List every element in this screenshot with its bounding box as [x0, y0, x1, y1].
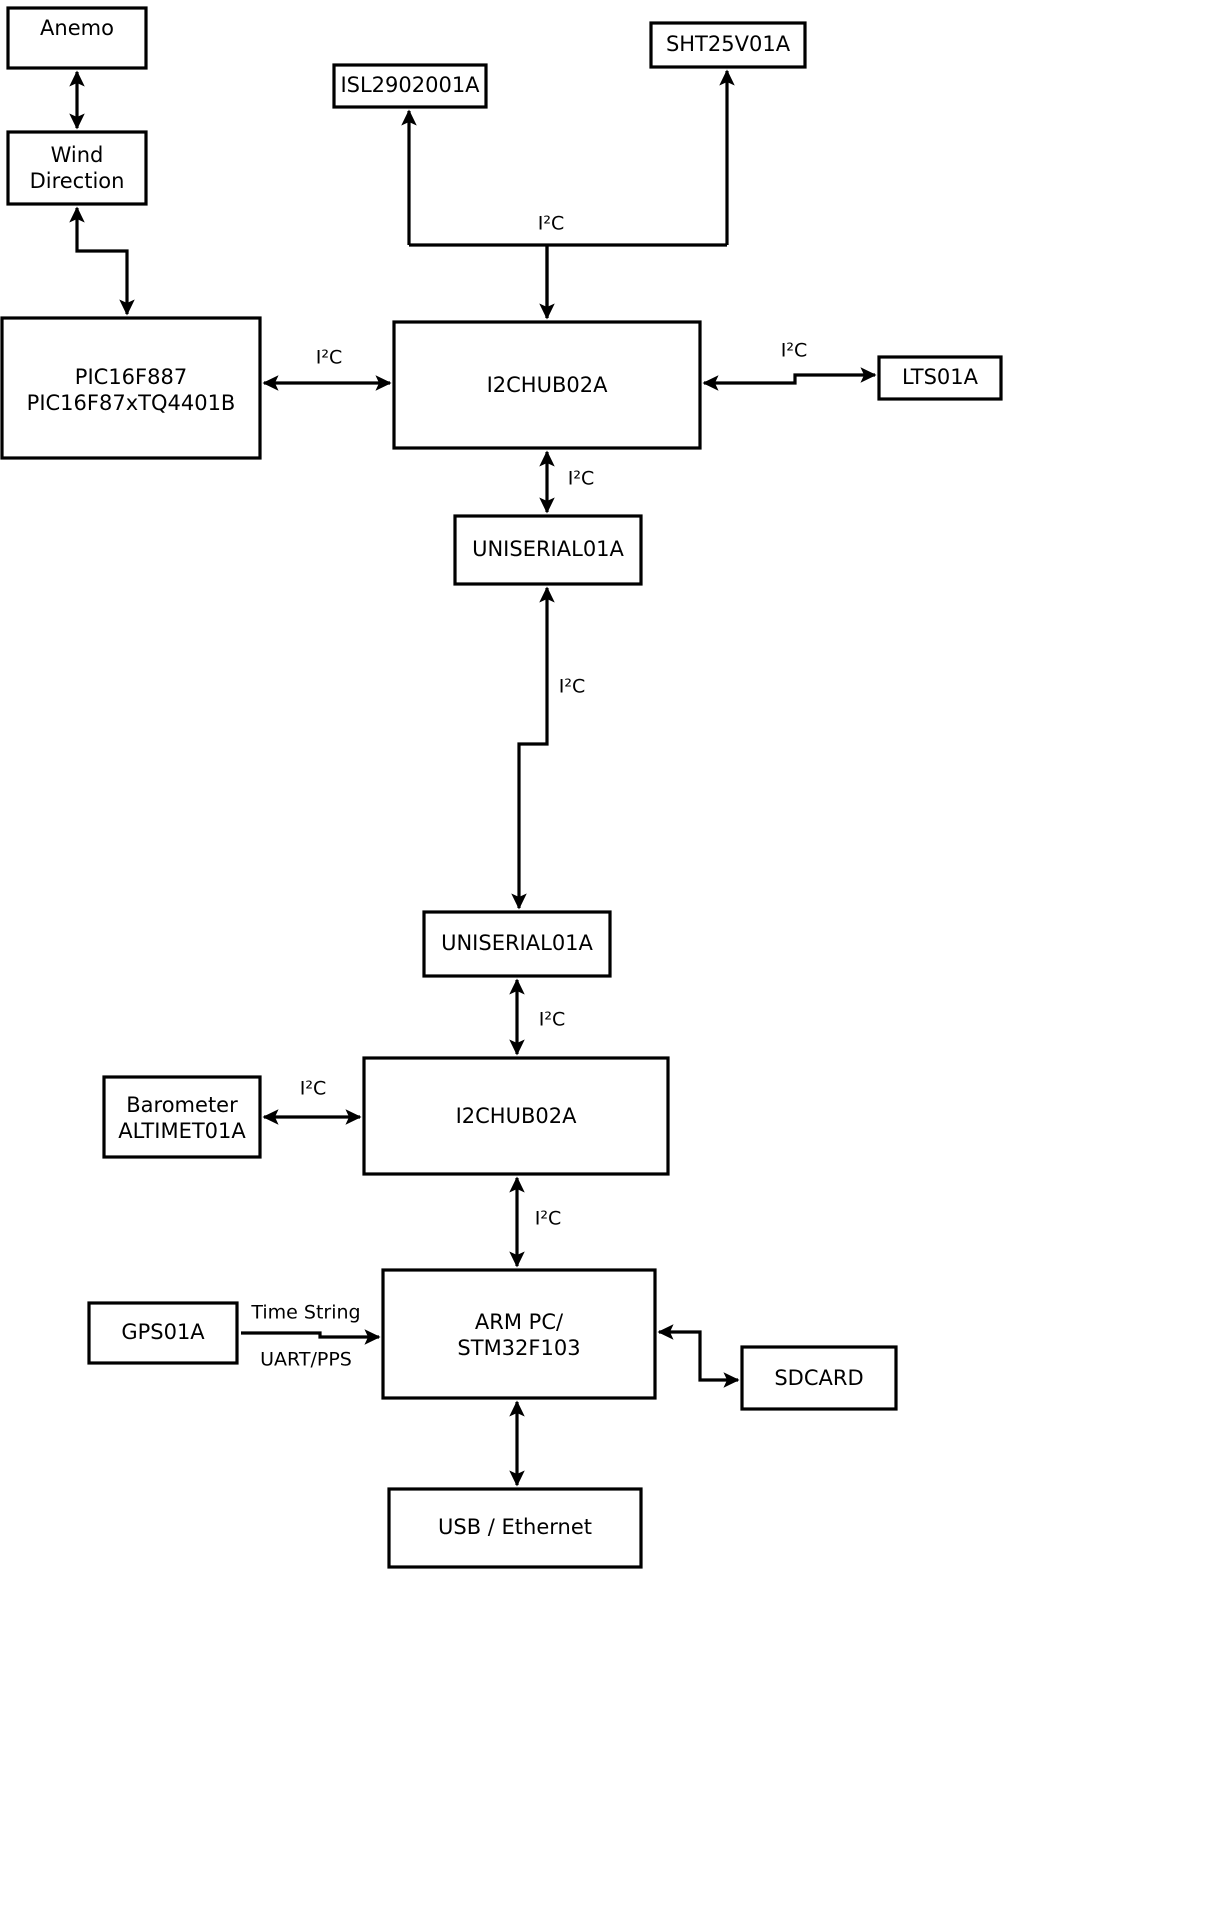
node-sht25v01a-label: SHT25V01A	[666, 32, 791, 56]
node-wind-direction-label-line1: Wind	[51, 143, 104, 167]
node-pic16f887-label-line1: PIC16F887	[75, 365, 187, 389]
node-i2chub02a-top-box[interactable]	[392, 320, 702, 450]
node-uniserial01a-upper[interactable]: UNISERIAL01A	[453, 514, 643, 586]
node-arm-pc-stm32f103[interactable]: ARM PC/ STM32F103	[381, 1268, 657, 1400]
node-usb-ethernet-label: USB / Ethernet	[438, 1515, 592, 1539]
node-i2chub02a-top-label: I2CHUB02A	[487, 373, 609, 397]
node-isl2902001a[interactable]: ISL2902001A	[332, 63, 488, 109]
edge-hubtop-lts	[702, 367, 877, 391]
node-barometer-altimet01a-box[interactable]	[102, 1075, 262, 1159]
node-isl2902001a-box[interactable]	[332, 63, 488, 109]
node-arm-pc-label-line2: STM32F103	[457, 1336, 580, 1360]
edge-label-i2c-hub-lts: I²C	[781, 340, 808, 362]
node-pic16f887[interactable]: PIC16F887 PIC16F87xTQ4401B	[0, 316, 262, 460]
node-gps01a-box[interactable]	[87, 1301, 239, 1365]
node-wind-direction[interactable]: Wind Direction	[6, 130, 148, 206]
edges	[69, 69, 877, 1487]
edge-labels: I²C I²C I²C I²C I²C I²C I²C I²C Time Str…	[250, 213, 807, 1371]
node-sdcard-box[interactable]	[740, 1345, 898, 1411]
node-sht25v01a[interactable]: SHT25V01A	[649, 21, 807, 69]
node-anemo-box[interactable]	[6, 6, 148, 70]
edge-pic-winddir	[69, 206, 135, 316]
edge-gps-armpc	[241, 1329, 381, 1345]
node-wind-direction-label-line2: Direction	[30, 169, 125, 193]
node-pic16f887-box[interactable]	[0, 316, 262, 460]
node-sdcard[interactable]: SDCARD	[740, 1345, 898, 1411]
node-uniserial01a-lower-label: UNISERIAL01A	[441, 931, 593, 955]
node-uniserial01a-lower[interactable]: UNISERIAL01A	[422, 910, 612, 978]
node-arm-pc-box[interactable]	[381, 1268, 657, 1400]
edge-uniserial2-uniserial1	[511, 586, 555, 910]
edge-label-i2c-barometer-hub: I²C	[300, 1078, 327, 1100]
nodes: Anemo Wind Direction PIC16F887 PIC16F87x…	[0, 6, 1003, 1569]
node-i2chub02a-bottom[interactable]: I2CHUB02A	[362, 1056, 670, 1176]
edge-label-i2c-hub-bus: I²C	[538, 213, 565, 235]
node-sdcard-label: SDCARD	[774, 1366, 863, 1390]
edge-label-i2c-uni2-hub2: I²C	[539, 1009, 566, 1031]
edge-label-i2c-uniserial-link: I²C	[559, 676, 586, 698]
node-anemo[interactable]: Anemo	[6, 6, 148, 70]
node-usb-ethernet[interactable]: USB / Ethernet	[387, 1487, 643, 1569]
node-lts01a[interactable]: LTS01A	[877, 355, 1003, 401]
edge-label-i2c-pic-hub: I²C	[316, 347, 343, 369]
node-arm-pc-label-line1: ARM PC/	[475, 1310, 564, 1334]
node-isl2902001a-label: ISL2902001A	[340, 73, 480, 97]
edge-label-time-string: Time String	[250, 1302, 360, 1324]
edge-armpc-sdcard-in	[657, 1324, 740, 1388]
edge-label-i2c-hub-uniserial: I²C	[568, 468, 595, 490]
node-i2chub02a-top[interactable]: I2CHUB02A	[392, 320, 702, 450]
node-wind-direction-box[interactable]	[6, 130, 148, 206]
node-barometer-altimet01a[interactable]: Barometer ALTIMET01A	[102, 1075, 262, 1159]
node-i2chub02a-bottom-box[interactable]	[362, 1056, 670, 1176]
node-lts01a-box[interactable]	[877, 355, 1003, 401]
node-barometer-label-line1: Barometer	[126, 1093, 238, 1117]
node-uniserial01a-lower-box[interactable]	[422, 910, 612, 978]
node-uniserial01a-upper-box[interactable]	[453, 514, 643, 586]
node-pic16f887-label-line2: PIC16F87xTQ4401B	[27, 391, 236, 415]
edge-label-uart-pps: UART/PPS	[260, 1349, 352, 1371]
node-gps01a[interactable]: GPS01A	[87, 1301, 239, 1365]
edge-label-i2c-hub2-arm: I²C	[535, 1208, 562, 1230]
node-i2chub02a-bottom-label: I2CHUB02A	[456, 1104, 578, 1128]
node-usb-ethernet-box[interactable]	[387, 1487, 643, 1569]
node-uniserial01a-upper-label: UNISERIAL01A	[472, 537, 624, 561]
node-barometer-label-line2: ALTIMET01A	[118, 1119, 246, 1143]
node-gps01a-label: GPS01A	[121, 1320, 205, 1344]
node-anemo-label: Anemo	[40, 16, 114, 40]
node-sht25v01a-box[interactable]	[649, 21, 807, 69]
node-lts01a-label: LTS01A	[902, 365, 979, 389]
